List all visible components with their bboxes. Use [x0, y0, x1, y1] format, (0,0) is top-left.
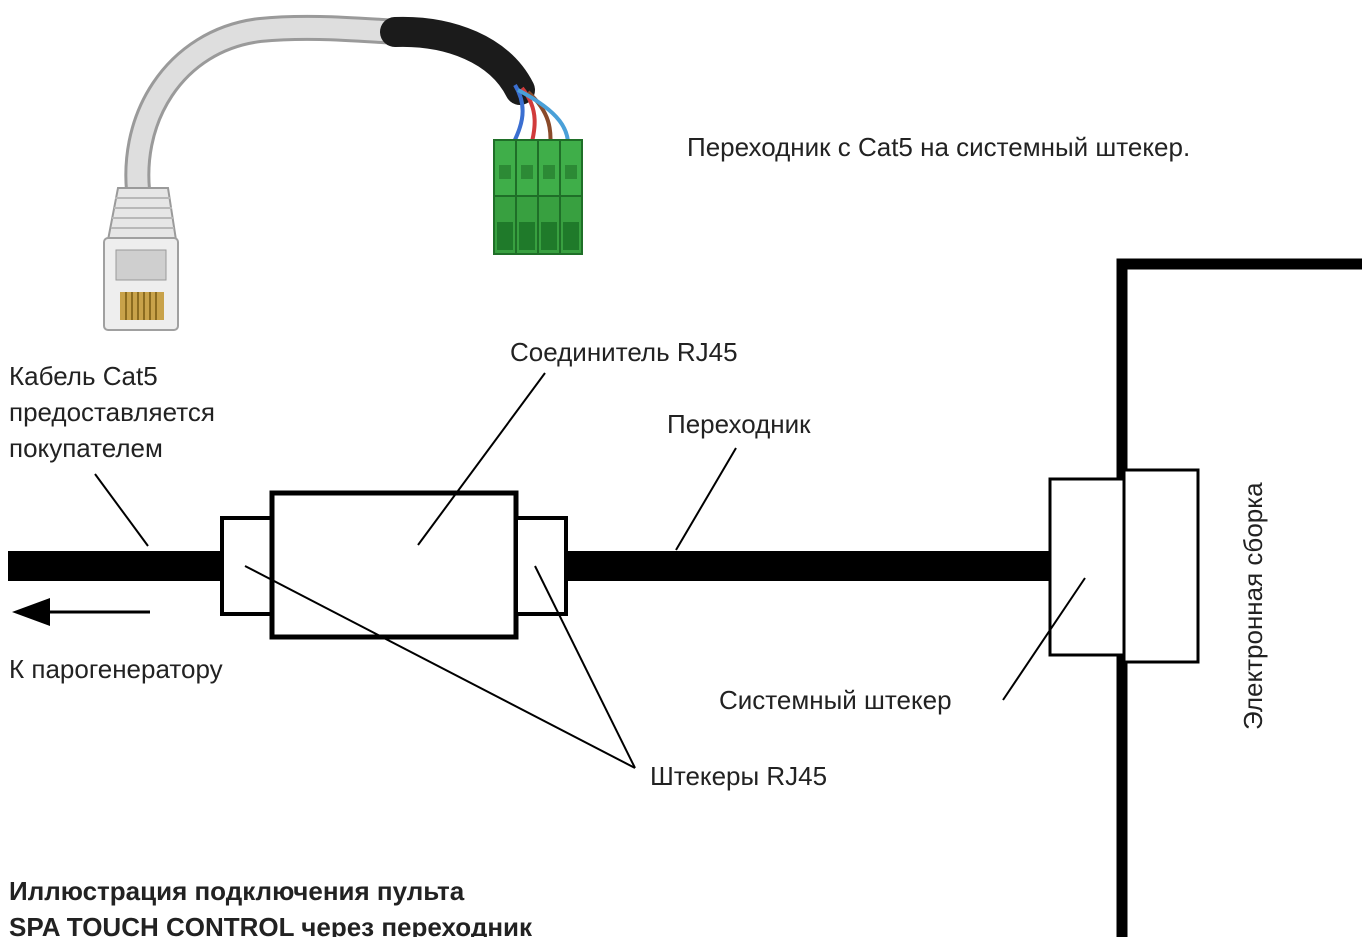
leader-system-plug — [1002, 577, 1086, 701]
cable-label-line2: предоставляется — [9, 397, 215, 427]
electronic-assembly-label: Электронная сборка — [1238, 482, 1268, 730]
leader-coupler — [417, 372, 546, 546]
adapter-cable — [566, 551, 1050, 581]
leader-plug-left — [244, 565, 636, 769]
green-terminal-block — [493, 139, 583, 255]
leader-plug-right — [534, 565, 636, 769]
system-plug — [1048, 477, 1126, 657]
adapter-photo — [103, 14, 583, 331]
leader-cat5 — [94, 473, 149, 547]
rj45-plug-photo — [103, 187, 179, 331]
black-sleeve — [380, 16, 535, 105]
rj45-coupler-label: Соединитель RJ45 — [510, 337, 738, 367]
adapter-label: Переходник — [667, 409, 811, 439]
schematic — [8, 258, 1362, 937]
leader-adapter — [675, 447, 737, 551]
cable-label-line3: покупателем — [9, 433, 163, 463]
adapter-description: Переходник с Cat5 на системный штекер. — [687, 132, 1191, 162]
cable-label-line1: Кабель Cat5 — [9, 361, 158, 391]
caption-line2: SPA TOUCH CONTROL через переходник — [9, 912, 533, 937]
cat5-cable — [8, 551, 222, 581]
rj45-plugs-label: Штекеры RJ45 — [650, 761, 828, 791]
electronic-assembly-enclosure — [1116, 258, 1362, 937]
arrow-head — [12, 598, 50, 626]
caption-line1: Иллюстрация подключения пульта — [9, 876, 465, 906]
rj45-coupler — [269, 490, 519, 640]
to-steam-generator-label: К парогенератору — [9, 654, 223, 684]
system-plug-label: Системный штекер — [719, 685, 952, 715]
rj45-plug-right — [514, 516, 568, 616]
grey-cable — [124, 14, 413, 218]
system-plug-receptacle — [1122, 468, 1200, 664]
